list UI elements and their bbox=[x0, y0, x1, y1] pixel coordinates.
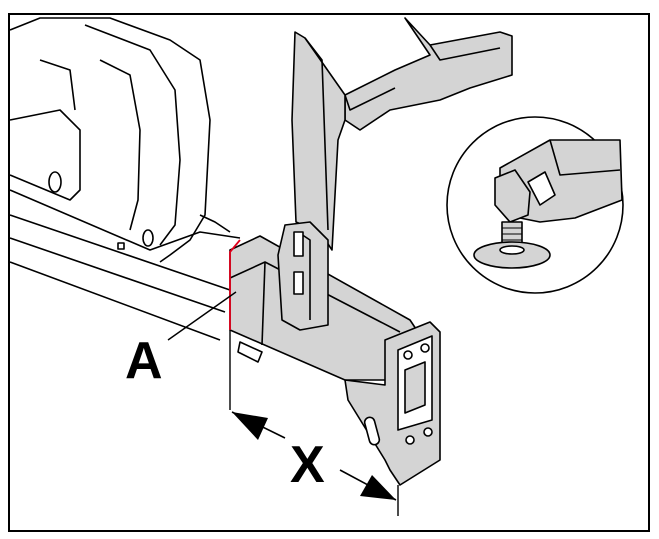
cut-line-a bbox=[229, 239, 241, 330]
end-plate bbox=[344, 321, 441, 486]
label-x: X bbox=[290, 436, 325, 494]
upper-bracket bbox=[344, 17, 513, 131]
body-structure bbox=[9, 17, 263, 363]
pillar bbox=[291, 31, 346, 251]
dimension-arrow-left-icon bbox=[232, 412, 268, 440]
diagram-frame bbox=[8, 13, 650, 532]
detail-inset bbox=[446, 116, 624, 294]
dimension-arrow-right-icon bbox=[360, 475, 396, 500]
label-a: A bbox=[125, 332, 163, 390]
reinforcement-bracket bbox=[277, 221, 329, 331]
leader-line-a bbox=[167, 291, 237, 341]
